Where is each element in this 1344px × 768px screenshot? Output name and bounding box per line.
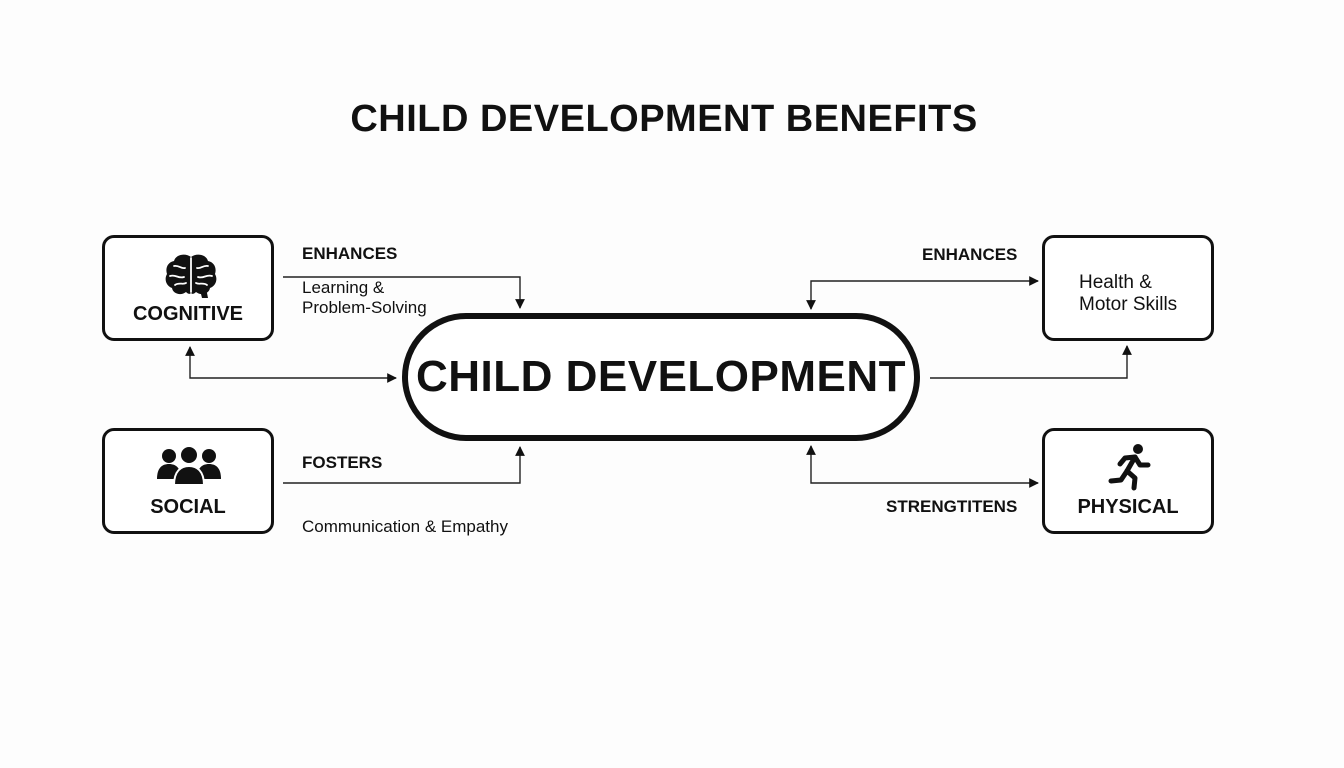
- connector-enhances-learning: [283, 276, 525, 309]
- health-line2: Motor Skills: [1079, 294, 1178, 315]
- cognitive-node: COGNITIVE: [102, 235, 274, 341]
- connector-cognitive-center: [185, 346, 397, 383]
- health-line1: Health &: [1079, 272, 1152, 293]
- connector-strengthens: [806, 445, 1039, 488]
- center-label: CHILD DEVELOPMENT: [415, 352, 907, 401]
- brain-icon: [165, 254, 217, 298]
- social-node: SOCIAL: [102, 428, 274, 534]
- physical-label: PHYSICAL: [1077, 496, 1179, 518]
- cognitive-label: COGNITIVE: [132, 303, 243, 325]
- health-verb: ENHANCES: [922, 245, 1018, 264]
- cognitive-desc-line1: Learning &: [302, 278, 385, 297]
- cognitive-verb: ENHANCES: [302, 244, 398, 263]
- child-development-node: CHILD DEVELOPMENT: [402, 313, 920, 441]
- connector-fosters: [283, 446, 525, 484]
- cognitive-desc: Learning & Problem-Solving: [302, 278, 427, 318]
- running-person-icon: [1108, 444, 1151, 491]
- connector-enhances-health: [806, 276, 1039, 310]
- social-verb: FOSTERS: [302, 453, 383, 472]
- social-desc: Communication & Empathy: [302, 517, 508, 536]
- physical-node: PHYSICAL: [1042, 428, 1214, 534]
- cognitive-desc-line2: Problem-Solving: [302, 298, 427, 317]
- health-node: Health & Motor Skills: [1042, 235, 1214, 341]
- social-label: SOCIAL: [150, 496, 226, 518]
- diagram-title: CHILD DEVELOPMENT BENEFITS: [350, 98, 978, 140]
- group-icon: [157, 445, 221, 486]
- connector-center-health: [930, 345, 1132, 379]
- physical-verb: STRENGTITENS: [886, 497, 1018, 516]
